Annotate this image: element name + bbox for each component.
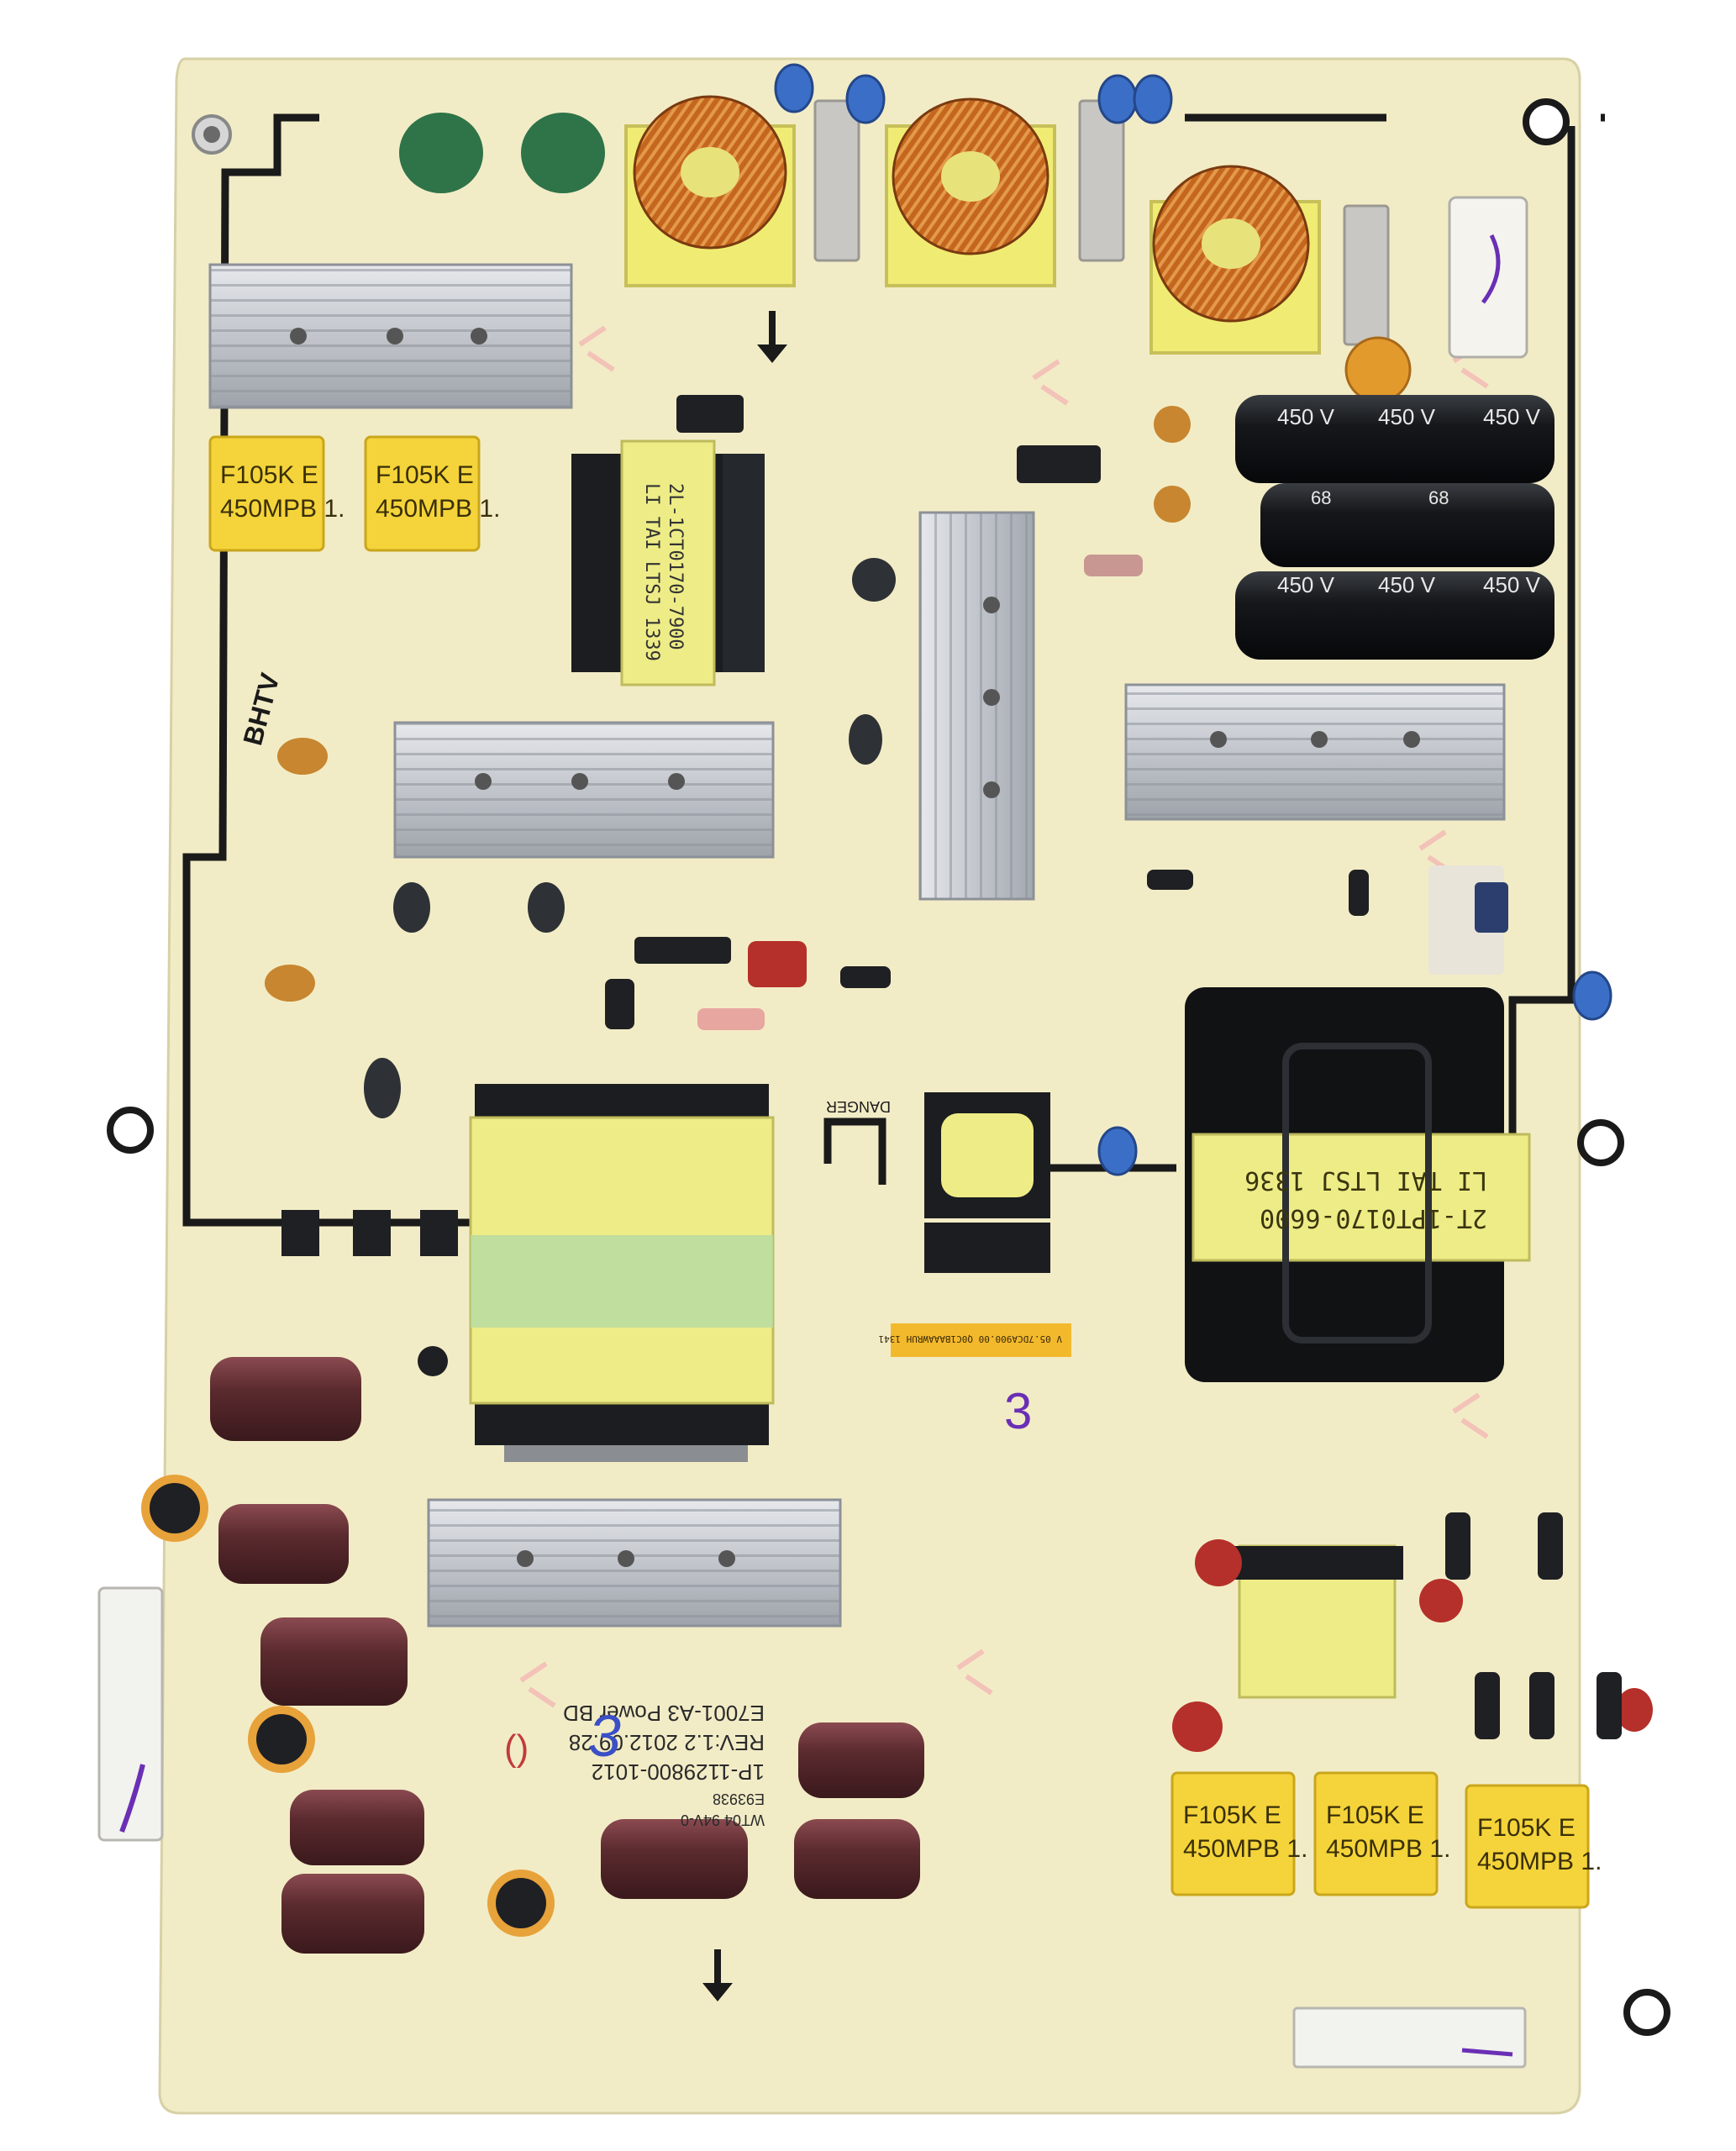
mounting-holes: [107, 98, 1670, 2036]
filter-cap-5-line2: 450MPB 1.: [1477, 1848, 1602, 1875]
filter-cap-1-line2: 450MPB 1.: [220, 495, 345, 523]
bulk-cap-3-v3: 450 V: [1483, 572, 1541, 597]
left-connector: [97, 1586, 164, 1842]
bulk-capacitors: [1235, 395, 1555, 660]
round-capacitors: [141, 1475, 555, 1937]
filter-cap-4-line1: F105K E: [1326, 1801, 1424, 1829]
purple-ink-mark-left: [119, 1764, 145, 1833]
filter-cap-2-line1: F105K E: [376, 461, 474, 489]
filter-cap-4-line2: 450MPB 1.: [1326, 1835, 1450, 1863]
bulk-cap-1-v1: 450 V: [1277, 404, 1335, 429]
bottom-filter-caps: [1170, 1771, 1590, 1909]
bulk-cap-2-v2: 68: [1428, 487, 1449, 508]
standby-transformer: [571, 439, 765, 686]
common-mode-chokes: [624, 95, 1321, 355]
bulk-cap-1-v3: 450 V: [1483, 404, 1541, 429]
model-line: E7001-A3 Power BD: [563, 1701, 765, 1726]
bulk-cap-3-v2: 450 V: [1378, 572, 1436, 597]
small-components: [265, 395, 1508, 1376]
main-transformer-line1: 2T-1PT0170-6600: [1260, 1203, 1487, 1233]
heatsink-hs1: [918, 511, 1035, 901]
filter-cap-3-line1: F105K E: [1183, 1801, 1281, 1829]
transformer-t301: [924, 1092, 1050, 1273]
handwritten-mark-purple: 3: [1004, 1383, 1032, 1439]
transformer-t302: [1185, 987, 1531, 1382]
fuse-holder: [1344, 196, 1528, 403]
pcb-rating-line: WT04 94V-0: [681, 1812, 765, 1828]
heatsink-hs4: [208, 263, 573, 409]
barcode-label: V 05.7DCA900.00 Q0C1BAAAWRUH 1341: [878, 1333, 1062, 1344]
heatsink-hs2: [393, 721, 775, 859]
danger-label: DANGER: [826, 1098, 891, 1115]
standby-transformer-line1: 2L-1CT0170-7900: [665, 483, 686, 650]
filter-cap-2-line2: 450MPB 1.: [376, 495, 500, 523]
transformer-t1: [469, 1084, 775, 1462]
filter-cap-5-line1: F105K E: [1477, 1814, 1576, 1842]
bulk-cap-2-v1: 68: [1311, 487, 1331, 508]
barcode-sticker: [891, 1323, 1071, 1357]
arrow-down-icons: [702, 311, 787, 2001]
grey-x2-capacitors: [813, 99, 1390, 346]
standby-transformer-line2: LI TAI LTSJ 1339: [641, 483, 662, 661]
blue-y-capacitors: [774, 63, 1612, 1176]
heatsink-right: [1124, 683, 1506, 821]
certification-line: E93938: [713, 1791, 765, 1807]
revision-line: REV:1.2 2012.09.28: [569, 1730, 765, 1755]
filter-cap-1-line1: F105K E: [220, 461, 318, 489]
handwritten-mark-red: (): [504, 1728, 529, 1769]
bulk-cap-3-v1: 450 V: [1277, 572, 1335, 597]
bulk-cap-1-v2: 450 V: [1378, 404, 1436, 429]
top-left-filter-caps: [208, 435, 481, 552]
filter-cap-3-line2: 450MPB 1.: [1183, 1835, 1307, 1863]
heatsink-hs5: [427, 1498, 842, 1628]
brown-electrolytic-capacitors: [210, 1357, 924, 1954]
main-transformer-line2: LI TAI LTSJ 1336: [1244, 1165, 1487, 1195]
thermistors: [399, 113, 605, 193]
bottom-right-components: [1172, 1512, 1653, 2069]
handwritten-mark-blue: 3: [588, 1703, 621, 1769]
part-number-line: 1P-1129800-1012: [592, 1759, 765, 1785]
